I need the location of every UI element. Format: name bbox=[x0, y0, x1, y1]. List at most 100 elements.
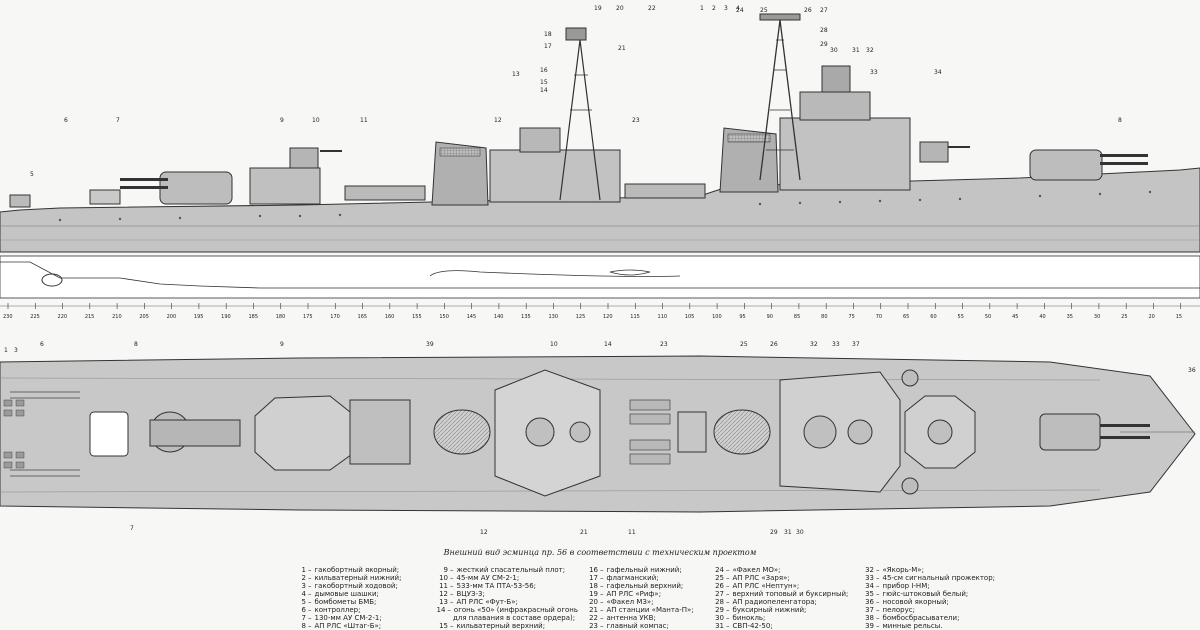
callout-17: 17 bbox=[544, 43, 552, 50]
legend-number: 12 bbox=[439, 590, 448, 598]
legend-text: буксирный нижний; bbox=[732, 606, 807, 614]
legend-number: 20 bbox=[589, 598, 598, 606]
legend-dash: – bbox=[450, 582, 454, 590]
legend-number: 24 bbox=[715, 566, 724, 574]
callout-22: 22 bbox=[648, 5, 656, 12]
scale-tick-label: 165 bbox=[358, 314, 368, 320]
legend-text: АП РЛС «Фут-Б»; bbox=[456, 598, 518, 606]
legend-text: «Факел МЗ»; bbox=[606, 598, 654, 606]
legend-number: 10 bbox=[439, 574, 448, 582]
plan-callout-37: 37 bbox=[852, 341, 860, 348]
legend-dash: – bbox=[308, 598, 312, 606]
callout-23: 23 bbox=[632, 117, 640, 124]
legend-text: пелорус; bbox=[882, 606, 915, 614]
legend-number: 34 bbox=[865, 582, 874, 590]
plan-callout-11: 11 bbox=[628, 529, 636, 536]
legend-text: жесткий спасательный плот; bbox=[456, 566, 566, 574]
legend-item: 39–минные рельсы. bbox=[854, 622, 1004, 630]
legend-dash: – bbox=[876, 590, 880, 598]
profile-callouts: 1 2 3 4 5 6 7 8 9 10 11 12 13 14 15 16 1… bbox=[30, 5, 1122, 178]
legend-dash: – bbox=[447, 606, 451, 614]
legend-number: 7 bbox=[301, 614, 306, 622]
callout-7: 7 bbox=[116, 117, 120, 124]
plan-callouts: 1 3 6 7 8 9 10 11 12 14 21 23 25 26 29 3… bbox=[4, 341, 1196, 536]
legend-column: 1–гакобортный якорный;2–кильватерный ниж… bbox=[286, 566, 436, 630]
plan-callout-36: 36 bbox=[1188, 367, 1196, 374]
legend-text: бомбометы БМБ; bbox=[314, 598, 377, 606]
legend-text: дымовые шашки; bbox=[314, 590, 379, 598]
plan-callout-39: 39 bbox=[426, 341, 434, 348]
legend-number: 16 bbox=[589, 566, 598, 574]
legend-dash: – bbox=[726, 598, 730, 606]
legend-number: 4 bbox=[301, 590, 306, 598]
scale-tick-label: 200 bbox=[167, 314, 177, 320]
scale-tick-label: 180 bbox=[276, 314, 286, 320]
legend-text: флагманский; bbox=[606, 574, 659, 582]
legend-item: 6–контроллер; bbox=[286, 606, 436, 614]
legend-number: 9 bbox=[443, 566, 448, 574]
legend-text: гюйс-штоковый белый; bbox=[882, 590, 969, 598]
callout-1: 1 bbox=[700, 5, 704, 12]
plan-callout-32: 32 bbox=[810, 341, 818, 348]
scale-tick-label: 195 bbox=[194, 314, 204, 320]
legend-text: 130-мм АУ СМ-2-1; bbox=[314, 614, 382, 622]
callout-34: 34 bbox=[934, 69, 942, 76]
scale-tick-label: 105 bbox=[685, 314, 695, 320]
legend-number: 26 bbox=[715, 582, 724, 590]
scale-tick-label: 75 bbox=[848, 314, 854, 320]
legend-number: 13 bbox=[439, 598, 448, 606]
scale-tick-label: 35 bbox=[1067, 314, 1073, 320]
callout-27: 27 bbox=[820, 7, 828, 14]
legend-dash: – bbox=[726, 614, 730, 622]
legend-text: гакобортный якорный; bbox=[314, 566, 400, 574]
legend-dash: – bbox=[600, 590, 604, 598]
legend-column: 16–гафельный нижний;17–флагманский;18–га… bbox=[578, 566, 728, 630]
legend-dash: – bbox=[308, 590, 312, 598]
legend-dash: – bbox=[726, 566, 730, 574]
side-profile-view bbox=[0, 13, 1200, 253]
callout-30: 30 bbox=[830, 47, 838, 54]
legend-text: минные рельсы. bbox=[882, 622, 943, 630]
legend-item: 19–АП РЛС «Риф»; bbox=[578, 590, 728, 598]
legend-number: 17 bbox=[589, 574, 598, 582]
scale-tick-label: 80 bbox=[821, 314, 827, 320]
plan-callout-30: 30 bbox=[796, 529, 804, 536]
legend-number: 8 bbox=[301, 622, 306, 630]
callout-29: 29 bbox=[820, 41, 828, 48]
legend-dash: – bbox=[876, 622, 880, 630]
legend-dash: – bbox=[600, 566, 604, 574]
legend-item: 34–прибор I-НМ; bbox=[854, 582, 1004, 590]
legend-item: 7–130-мм АУ СМ-2-1; bbox=[286, 614, 436, 622]
legend-item: 9–жесткий спасательный плот; bbox=[428, 566, 578, 574]
plan-callout-9: 9 bbox=[280, 341, 284, 348]
legend-item: 11–533-мм ТА ПТА-53-56; bbox=[428, 582, 578, 590]
legend-item: 30–бинокль; bbox=[704, 614, 854, 622]
legend-item: 22 – антенна УКВ; bbox=[578, 614, 728, 622]
legend-item: 27–верхний топовый и буксирный; bbox=[704, 590, 854, 598]
legend-number: 22 bbox=[589, 614, 598, 622]
scale-tick-label: 205 bbox=[139, 314, 149, 320]
legend-number: 36 bbox=[865, 598, 874, 606]
scale-tick-label: 150 bbox=[439, 314, 449, 320]
legend-text: антенна УКВ; bbox=[606, 614, 656, 622]
legend-text: 45-см сигнальный прожектор; bbox=[882, 574, 996, 582]
callout-20: 20 bbox=[616, 5, 624, 12]
plan-callout-12: 12 bbox=[480, 529, 488, 536]
scale-tick-label: 135 bbox=[521, 314, 531, 320]
plan-callout-1: 1 bbox=[4, 347, 8, 354]
legend-item: 36–носовой якорный; bbox=[854, 598, 1004, 606]
scale-tick-label: 40 bbox=[1039, 314, 1045, 320]
scale-tick-label: 115 bbox=[630, 314, 640, 320]
scale-tick-label: 140 bbox=[494, 314, 504, 320]
legend-number: 31 bbox=[715, 622, 724, 630]
legend-dash: – bbox=[726, 582, 730, 590]
plan-callout-14: 14 bbox=[604, 341, 612, 348]
drawing-caption: Внешний вид эсминца пр. 56 в соответстви… bbox=[443, 548, 757, 557]
scale-tick-label: 15 bbox=[1176, 314, 1182, 320]
legend-number: 25 bbox=[715, 574, 724, 582]
legend-text: контроллер; bbox=[314, 606, 361, 614]
legend-item: 37–пелорус; bbox=[854, 606, 1004, 614]
legend-text: бинокль; bbox=[732, 614, 766, 622]
legend-number: 32 bbox=[865, 566, 874, 574]
